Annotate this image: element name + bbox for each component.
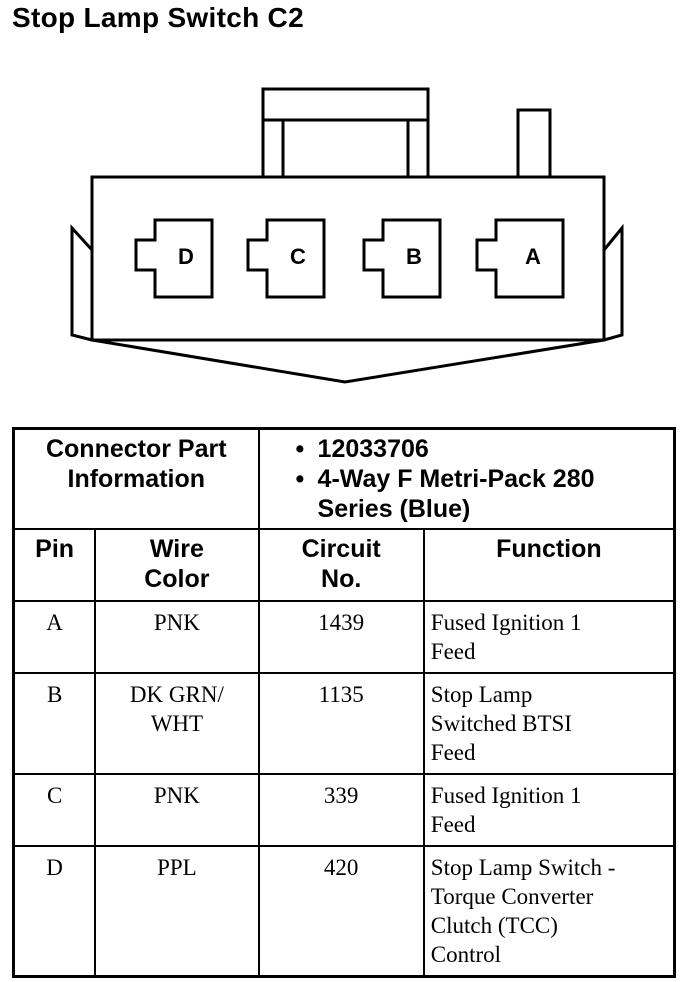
part-info-values: •12033706 •4-Way F Metri-Pack 280 Series… <box>257 427 676 530</box>
column-header-wire-color: Wire Color <box>94 528 260 602</box>
table-row: A PNK 1439 Fused Ignition 1 Feed <box>12 600 676 674</box>
function-cell: Fused Ignition 1 Feed <box>422 600 676 674</box>
table-row: D PPL 420 Stop Lamp Switch - Torque Conv… <box>12 845 676 978</box>
cavity-d <box>134 218 214 299</box>
wire-color-cell: PNK <box>94 600 260 674</box>
connector-right-wing <box>602 223 624 342</box>
connector-info-table: Connector Part Information •12033706 •4-… <box>12 427 676 978</box>
connector-key <box>516 108 552 177</box>
pin-cell: B <box>12 672 97 775</box>
cavity-d-label: D <box>178 244 194 269</box>
diagram-title: Stop Lamp Switch C2 <box>12 2 304 33</box>
part-info-label-line2: Information <box>67 465 206 493</box>
wire-color-cell: PPL <box>94 845 260 978</box>
pin-cell: D <box>12 845 97 978</box>
connector-left-wing <box>70 224 94 342</box>
function-cell: Fused Ignition 1 Feed <box>422 773 676 847</box>
circuit-cell: 339 <box>257 773 425 847</box>
column-header-function: Function <box>422 528 676 602</box>
wire-color-cell: PNK <box>94 773 260 847</box>
function-cell: Stop Lamp Switch - Torque Converter Clut… <box>422 845 676 978</box>
column-header-pin: Pin <box>12 528 97 602</box>
part-info-label-line1: Connector Part <box>45 435 227 463</box>
table-row: C PNK 339 Fused Ignition 1 Feed <box>12 773 676 847</box>
circuit-cell: 1135 <box>257 672 425 775</box>
table-row: B DK GRN/ WHT 1135 Stop Lamp Switched BT… <box>12 672 676 775</box>
part-info-label: Connector Part Information <box>12 427 260 530</box>
connector-type-item: •4-Way F Metri-Pack 280 Series (Blue) <box>295 465 595 523</box>
pin-cell: A <box>12 600 97 674</box>
connector-face-drawing: D C B A <box>70 87 624 384</box>
cavity-a-label: A <box>525 244 541 269</box>
function-cell: Stop Lamp Switched BTSI Feed <box>422 672 676 775</box>
circuit-cell: 420 <box>257 845 425 978</box>
connector-latch <box>261 87 430 179</box>
part-info-row: Connector Part Information •12033706 •4-… <box>12 427 676 530</box>
bullet-icon: • <box>295 435 305 463</box>
wire-color-cell: DK GRN/ WHT <box>94 672 260 775</box>
bullet-icon: • <box>295 465 305 493</box>
cavity-b <box>362 218 442 299</box>
part-number-item: •12033706 <box>295 435 429 463</box>
cavity-c <box>246 218 326 299</box>
connector-body <box>90 175 606 342</box>
column-header-row: Pin Wire Color Circuit No. Function <box>12 528 676 602</box>
cavity-b-label: B <box>406 244 422 269</box>
connector-bottom-point <box>91 338 605 384</box>
column-header-circuit: Circuit No. <box>257 528 425 602</box>
cavity-a <box>475 218 565 299</box>
pin-cell: C <box>12 773 97 847</box>
cavity-c-label: C <box>290 244 306 269</box>
circuit-cell: 1439 <box>257 600 425 674</box>
